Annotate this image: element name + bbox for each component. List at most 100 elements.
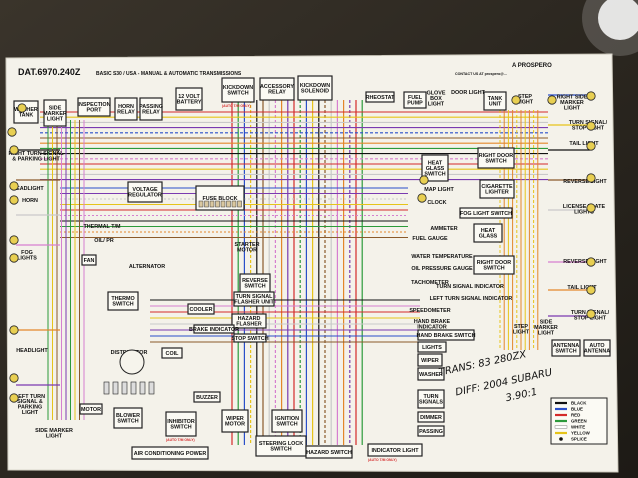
components-layer: WASHERTANKSIDEMARKERLIGHTINSPECTIONPORTH… xyxy=(7,75,611,462)
component-box xyxy=(139,97,163,121)
component-cooler: COOLER xyxy=(187,303,215,315)
component-box xyxy=(231,313,267,329)
component-label: RIGHT TURN SIGNAL& PARKING LIGHT xyxy=(8,151,64,162)
component-box xyxy=(127,181,163,203)
auto-tm-only-tag: (AUTO T/M ONLY) xyxy=(166,438,195,442)
component-box xyxy=(175,87,203,111)
component-door-light: DOOR LIGHT xyxy=(451,90,486,96)
component-label: HEADLIGHT xyxy=(12,186,44,192)
fuse-cell xyxy=(220,200,226,208)
component-reverse-light-bottom: REVERSE LIGHT xyxy=(563,259,607,265)
component-box xyxy=(417,425,445,437)
component-label: OIL PRESSURE GAUGE xyxy=(411,266,473,272)
auto-tm-only-tag: (AUTO T/M ONLY) xyxy=(222,104,251,108)
distributor-cap xyxy=(119,349,145,375)
component-reverse-light-top: REVERSE LIGHT xyxy=(563,179,607,185)
legend-swatch-splice xyxy=(559,437,563,441)
component-label: WASHER xyxy=(419,372,443,378)
component-coil: COIL xyxy=(161,347,183,359)
lamp-bulb xyxy=(9,253,19,263)
lamp-bulb xyxy=(9,181,19,191)
component-label: BRAKE INDICATOR xyxy=(189,327,239,333)
sheet-title: DAT.6970.240Z xyxy=(18,67,81,77)
component-label: SPEEDOMETER xyxy=(409,308,450,314)
component-tail-light-bottom: TAIL LIGHT xyxy=(567,285,597,291)
component-box xyxy=(473,255,515,275)
legend-label: WHITE xyxy=(571,425,585,430)
component-label: HAZARD SWITCH xyxy=(306,450,352,456)
fuse-cell xyxy=(226,200,231,208)
component-box xyxy=(193,391,221,403)
component-passing: PASSING xyxy=(417,425,445,437)
lamp-bulb xyxy=(586,203,596,213)
component-turn-signal-indicator: TURN SIGNAL INDICATOR xyxy=(436,284,504,290)
lamp-bulb xyxy=(9,195,19,205)
lamp-bulb xyxy=(586,173,596,183)
component-water-temperature: WATER TEMPERATURE xyxy=(411,254,473,260)
component-indicator-light: INDICATOR LIGHT xyxy=(367,443,423,457)
component-box xyxy=(161,347,183,359)
component-box xyxy=(417,367,445,381)
lamp-bulb xyxy=(9,325,19,335)
lamp-bulb xyxy=(9,235,19,245)
component-box xyxy=(417,389,445,409)
component-label: TAIL LIGHT xyxy=(567,285,597,291)
component-label: HORN xyxy=(22,198,38,204)
legend-label: YELLOW xyxy=(571,431,591,436)
fuse-cell xyxy=(209,200,215,208)
component-label: DIMMER xyxy=(420,415,442,421)
component-box xyxy=(81,254,97,266)
component-box xyxy=(473,223,503,243)
component-box xyxy=(114,97,138,121)
component-oil-pr: OIL/ PR xyxy=(94,238,114,244)
component-box xyxy=(459,207,513,219)
legend-label: BLACK xyxy=(571,401,587,406)
component-horn: HORN xyxy=(22,198,38,204)
component-box xyxy=(477,147,515,169)
lamp-bulb xyxy=(586,91,596,101)
fuse-cell xyxy=(198,200,204,208)
lamp-bulb xyxy=(586,285,596,295)
legend-swatch-outline xyxy=(554,425,568,429)
component-hazard-switch: HAZARD SWITCH xyxy=(305,445,353,459)
component-box xyxy=(417,329,475,341)
component-label: BUZZER xyxy=(196,395,218,401)
lamp-bulb xyxy=(9,393,19,403)
component-motor-left: MOTOR xyxy=(79,403,103,415)
